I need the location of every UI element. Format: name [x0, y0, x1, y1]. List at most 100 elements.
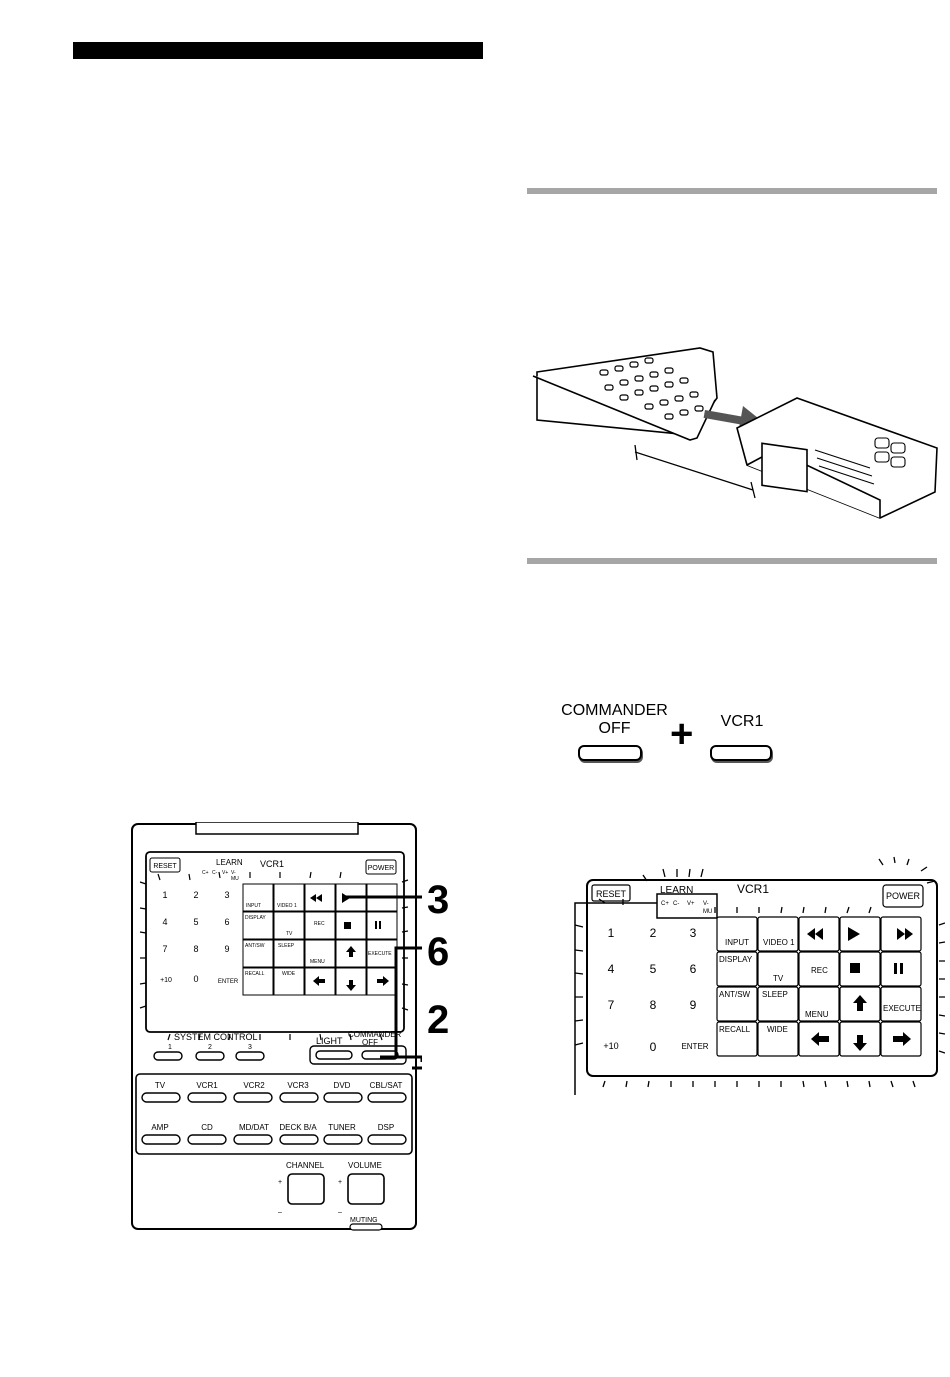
- system-3-button: [235, 1051, 265, 1061]
- lcd-wide-text: WIDE: [767, 1025, 788, 1034]
- svg-text:V+: V+: [687, 901, 695, 907]
- svg-text:MU: MU: [703, 909, 712, 915]
- channel-plus-text: +: [278, 1179, 282, 1186]
- play-icon: [848, 927, 860, 941]
- lcd-transport-icons: [807, 927, 913, 1051]
- learn-v-minus: V-: [231, 870, 236, 876]
- power-key-text: POWER: [368, 865, 394, 872]
- light-text: LIGHT: [316, 1036, 343, 1046]
- svg-text:V-: V-: [703, 901, 709, 907]
- lcd-reset-key: [591, 884, 631, 902]
- svg-text:ANT/SW: ANT/SW: [245, 943, 265, 949]
- lcd-flash-ticks: [139, 871, 409, 1041]
- commander-illustration: [736, 397, 938, 519]
- svg-text:1: 1: [162, 890, 167, 900]
- lcd-video1-text: VIDEO 1: [763, 938, 795, 947]
- commander-off-line2: OFF: [362, 1038, 378, 1047]
- lcd-detail-flash-ticks: [574, 856, 945, 1088]
- lcd-learn-text: LEARN: [660, 885, 693, 896]
- svg-text:C+: C+: [661, 901, 669, 907]
- learn-c-minus: C-: [212, 870, 218, 876]
- system-1-text: 1: [168, 1044, 172, 1051]
- svg-text:DECK B/A: DECK B/A: [279, 1123, 317, 1132]
- callout-step-2: 2: [427, 998, 450, 1042]
- callout-step-6: 6: [427, 930, 450, 974]
- svg-text:AMP: AMP: [151, 1123, 168, 1132]
- svg-text:2: 2: [193, 890, 198, 900]
- lcd-recall-text: RECALL: [719, 1025, 751, 1034]
- svg-text:9: 9: [690, 998, 697, 1012]
- system-2-button: [195, 1051, 225, 1061]
- svg-text:6: 6: [690, 962, 697, 976]
- lcd-sleep-text: SLEEP: [762, 990, 788, 999]
- device-name-text: VCR1: [260, 859, 284, 869]
- vcr1-label: VCR1: [720, 713, 764, 730]
- section-header-bar: [73, 42, 483, 59]
- svg-text:6: 6: [224, 917, 229, 927]
- svg-text:INPUT: INPUT: [246, 903, 261, 909]
- divider-rule-2: [527, 558, 937, 564]
- lcd-detail-key-grid: [716, 916, 922, 1057]
- svg-text:3: 3: [690, 926, 697, 940]
- svg-text:VCR1: VCR1: [196, 1081, 218, 1090]
- svg-text:EXECUTE: EXECUTE: [368, 951, 392, 957]
- svg-text:DVD: DVD: [334, 1081, 351, 1090]
- learn-c-plus: C+: [202, 870, 209, 876]
- light-button: [315, 1050, 353, 1060]
- svg-text:CD: CD: [201, 1123, 213, 1132]
- system-3-text: 3: [248, 1044, 252, 1051]
- svg-text:TV: TV: [155, 1081, 166, 1090]
- svg-text:8: 8: [650, 998, 657, 1012]
- lcd-power-text: POWER: [886, 891, 921, 901]
- svg-text:TV: TV: [286, 931, 293, 937]
- svg-text:SLEEP: SLEEP: [278, 943, 295, 949]
- distance-dimension-line: [634, 444, 756, 499]
- lcd-rec-text: REC: [811, 966, 828, 975]
- commander-off-button[interactable]: [578, 745, 642, 761]
- svg-text:WIDE: WIDE: [282, 971, 296, 977]
- svg-text:CBL/SAT: CBL/SAT: [370, 1081, 403, 1090]
- ir-window: [195, 822, 359, 835]
- svg-text:VCR3: VCR3: [287, 1081, 309, 1090]
- commander-off-label: COMMANDER OFF: [561, 702, 668, 737]
- svg-text:8: 8: [193, 944, 198, 954]
- svg-text:7: 7: [162, 944, 167, 954]
- svg-text:4: 4: [608, 962, 615, 976]
- vcr1-button[interactable]: [710, 745, 772, 761]
- svg-text:4: 4: [162, 917, 167, 927]
- volume-text: VOLUME: [348, 1161, 382, 1170]
- channel-minus-text: –: [278, 1209, 282, 1216]
- left-arrow-icon: [811, 1032, 819, 1046]
- volume-up-button: [347, 1173, 385, 1205]
- plus-sign: +: [670, 712, 694, 756]
- svg-text:7: 7: [608, 998, 615, 1012]
- muting-button: [349, 1223, 383, 1231]
- svg-text:+10: +10: [160, 977, 172, 984]
- svg-text:RECALL: RECALL: [245, 971, 265, 977]
- rewind-icon: [807, 928, 815, 940]
- lcd-input-text: INPUT: [725, 938, 749, 947]
- svg-text:0: 0: [650, 1040, 657, 1054]
- right-arrow-icon: [903, 1032, 911, 1046]
- svg-text:0: 0: [193, 974, 198, 984]
- svg-text:DSP: DSP: [378, 1123, 394, 1132]
- lcd-reset-text: RESET: [596, 889, 627, 899]
- learn-v-plus: V+: [222, 870, 228, 876]
- lcd-display-text: DISPLAY: [719, 955, 753, 964]
- system-2-text: 2: [208, 1044, 212, 1051]
- lcd-antsw-text: ANT/SW: [719, 990, 751, 999]
- lcd-power-key: [882, 884, 924, 908]
- svg-text:DISPLAY: DISPLAY: [245, 915, 266, 921]
- volume-minus-text: –: [338, 1209, 342, 1216]
- svg-text:5: 5: [193, 917, 198, 927]
- remote-to-commander-illustration: [532, 347, 938, 519]
- svg-text:ENTER: ENTER: [681, 1042, 708, 1051]
- svg-text:ENTER: ENTER: [218, 979, 239, 985]
- learn-text: LEARN: [216, 858, 243, 867]
- source-remote-illustration: [532, 347, 718, 441]
- svg-text:TUNER: TUNER: [328, 1123, 356, 1132]
- svg-text:1: 1: [608, 926, 615, 940]
- down-arrow-icon: [853, 1043, 867, 1051]
- commander-off-line1: COMMANDER: [348, 1030, 402, 1039]
- up-arrow-icon: [853, 995, 867, 1003]
